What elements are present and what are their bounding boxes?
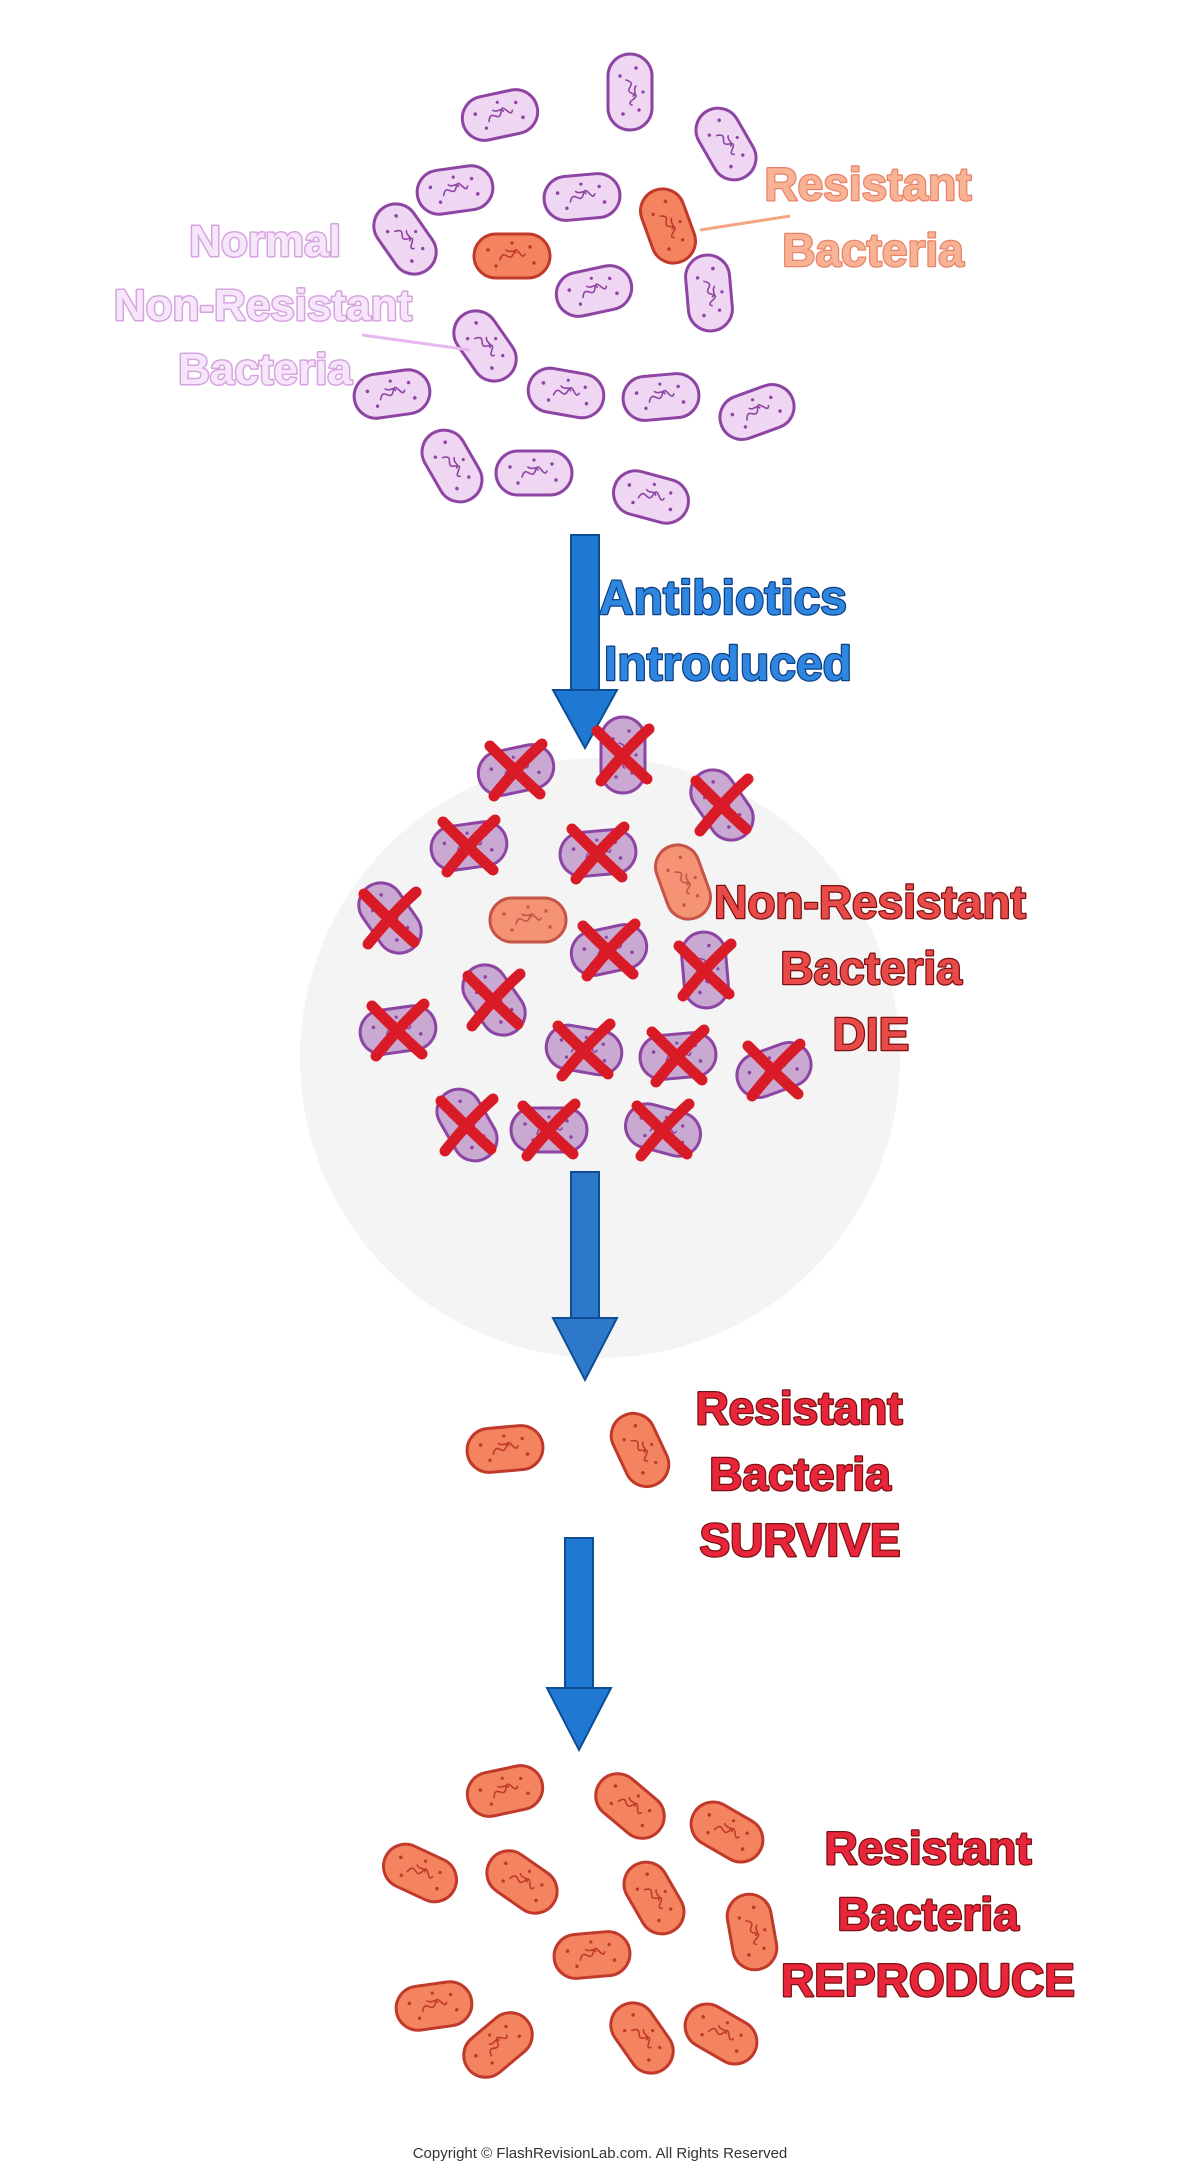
cross-mark-icon (742, 1038, 806, 1102)
leader-line-resistant (699, 214, 791, 232)
cross-mark-icon (552, 1018, 616, 1082)
non-resistant-bacterium (476, 738, 556, 802)
non-resistant-bacterium (694, 106, 758, 182)
normal-label-line3: Bacteria (178, 345, 352, 394)
non-resistant-die-label: Non-Resistant Bacteria DIE (713, 875, 1027, 1062)
resistant-bacterium (683, 2002, 759, 2066)
resistant-bacteria-label: Resistant Bacteria (763, 157, 973, 278)
resistant-bacterium (462, 2011, 534, 2079)
resistant-bacterium (488, 896, 568, 944)
normal-bacteria-label: Normal Non-Resistant Bacteria (112, 216, 414, 396)
non-resistant-bacterium (621, 372, 701, 422)
antibiotics-introduced-label: Antibiotics Introduced (598, 571, 854, 693)
non-resistant-bacterium (435, 1087, 499, 1163)
copyright-notice: Copyright © FlashRevisionLab.com. All Ri… (413, 2145, 788, 2162)
reproduce-label-line3: REPRODUCE (781, 1954, 1075, 2006)
normal-label-line2: Non-Resistant (114, 281, 413, 330)
initial-bacteria-population (352, 52, 796, 525)
resistant-bacterium (394, 1980, 474, 2032)
resistant-survive-label: Resistant Bacteria SURVIVE (694, 1381, 904, 1568)
non-resistant-bacterium (624, 1098, 702, 1162)
survive-label-line1: Resistant (695, 1382, 902, 1434)
resistant-bacterium (465, 1424, 545, 1474)
non-resistant-bacterium (509, 1098, 589, 1162)
resistant-label-line2: Bacteria (782, 224, 964, 276)
non-resistant-bacterium (612, 469, 690, 525)
non-resistant-bacterium (352, 368, 432, 420)
non-resistant-bacterium (673, 930, 737, 1010)
cross-mark-icon (484, 738, 548, 802)
die-label-line2: Bacteria (780, 942, 962, 994)
arrow-down-1 (551, 534, 619, 751)
treated-bacteria-population (357, 715, 813, 1163)
survive-label-line3: SURVIVE (699, 1514, 900, 1566)
cross-mark-icon (591, 723, 655, 787)
arrow-down-2 (551, 1171, 619, 1383)
antibiotics-label-line2: Introduced (604, 638, 852, 691)
non-resistant-bacterium (357, 881, 423, 955)
cross-mark-icon (435, 1093, 499, 1157)
non-resistant-bacterium (415, 164, 495, 216)
reproduce-label-line2: Bacteria (837, 1888, 1019, 1940)
arrow-down-3 (545, 1537, 613, 1753)
reproduce-label-line1: Resistant (824, 1822, 1031, 1874)
non-resistant-bacterium (358, 998, 438, 1062)
survive-label-line2: Bacteria (709, 1448, 891, 1500)
resistant-label-line1: Resistant (764, 158, 971, 210)
cross-mark-icon (358, 886, 422, 950)
die-label-line3: DIE (833, 1008, 910, 1060)
resistant-bacterium (609, 1411, 671, 1489)
resistant-bacterium (654, 843, 712, 921)
non-resistant-bacterium (526, 366, 606, 420)
resistant-bacterium (689, 1800, 765, 1864)
non-resistant-bacterium (591, 715, 655, 795)
surviving-bacteria (465, 1411, 671, 1489)
non-resistant-bacterium (554, 264, 634, 318)
cross-mark-icon (577, 918, 641, 982)
non-resistant-bacterium (461, 963, 527, 1037)
non-resistant-bacterium (684, 253, 734, 333)
cross-mark-icon (631, 1098, 695, 1162)
non-resistant-bacterium (542, 172, 622, 222)
leader-line-normal (361, 333, 471, 352)
cross-mark-icon (690, 773, 754, 837)
resistant-bacterium (594, 1772, 666, 1840)
non-resistant-bacterium (452, 309, 518, 383)
resistant-bacterium (609, 2001, 675, 2075)
cross-mark-icon (646, 1024, 710, 1088)
cross-mark-icon (673, 938, 737, 1002)
cross-mark-icon (566, 821, 630, 885)
non-resistant-bacterium (569, 918, 649, 982)
resistant-bacterium (381, 1842, 459, 1904)
cross-mark-icon (366, 998, 430, 1062)
cross-mark-icon (437, 814, 501, 878)
resistant-reproduce-label: Resistant Bacteria REPRODUCE (780, 1821, 1076, 2008)
resistant-bacterium (465, 1764, 545, 1818)
non-resistant-bacterium (494, 449, 574, 497)
non-resistant-bacterium (429, 814, 509, 878)
die-label-line1: Non-Resistant (714, 876, 1026, 928)
resistant-bacterium (552, 1930, 632, 1980)
resistant-bacterium (485, 1849, 559, 1915)
antibiotics-label-line1: Antibiotics (599, 572, 847, 625)
non-resistant-bacterium (718, 383, 796, 441)
resistant-bacterium (639, 187, 697, 265)
non-resistant-bacterium (460, 88, 540, 142)
cross-mark-icon (462, 968, 526, 1032)
non-resistant-bacterium (420, 428, 484, 504)
normal-label-line1: Normal (189, 217, 341, 266)
resistant-bacterium (725, 1892, 779, 1972)
resistant-bacterium (622, 1860, 686, 1936)
non-resistant-bacterium (558, 821, 638, 885)
non-resistant-bacterium (689, 768, 755, 842)
non-resistant-bacterium (606, 52, 654, 132)
cross-mark-icon (517, 1098, 581, 1162)
non-resistant-bacterium (372, 202, 438, 276)
non-resistant-bacterium (638, 1024, 718, 1088)
reproduced-bacteria-population (381, 1764, 779, 2079)
resistant-bacterium (472, 232, 552, 280)
non-resistant-bacterium (735, 1038, 813, 1102)
non-resistant-bacterium (544, 1018, 624, 1082)
